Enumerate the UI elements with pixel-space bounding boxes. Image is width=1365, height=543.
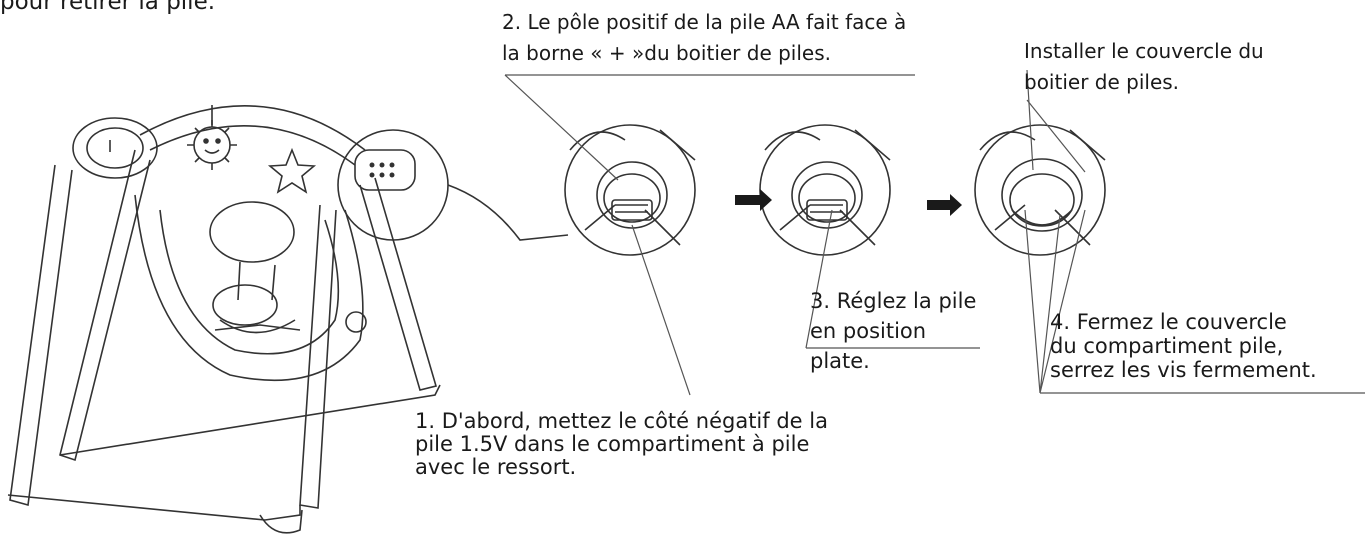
swing-buckle-pad (212, 284, 278, 326)
leader-step3 (805, 209, 833, 349)
swing-frame-rear-right (359, 177, 438, 391)
leader-to-zoom (447, 184, 569, 241)
swing-foot (259, 509, 303, 534)
swing-frame-front-left (9, 164, 73, 507)
leader-install-cover (1026, 69, 1034, 171)
swing-frame-rear-left (59, 149, 151, 462)
swing-seat-outer (134, 194, 364, 382)
zoom-circle-3 (974, 124, 1106, 256)
swing-seat-inner (159, 209, 340, 355)
leader-step2 (504, 74, 619, 181)
leader-step1 (631, 224, 691, 396)
sun-toy (193, 126, 231, 164)
swing-base-front (7, 494, 301, 521)
swing-side-knob (345, 311, 367, 333)
toy-bar-arch (139, 105, 366, 151)
zoom-circle-1 (564, 124, 696, 256)
zoom-circle-2 (759, 124, 891, 256)
arrow-right-icon (927, 194, 962, 216)
swing-harness (219, 261, 296, 334)
leader-step4 (1024, 209, 1086, 394)
swing-frame-front-right (299, 204, 337, 509)
top-cut-off-label: pour retirer la pile. (0, 0, 216, 15)
swing-base-rear (59, 384, 441, 456)
swing-left-pod (72, 117, 158, 179)
control-unit (354, 149, 416, 191)
star-toy (267, 147, 317, 194)
baby-swing-illustration (7, 105, 569, 534)
control-unit-highlight-circle (337, 129, 449, 241)
step2-label: 2. Le pôle positif de la pile AA fait fa… (502, 10, 907, 65)
swing-head-pillow (209, 201, 295, 263)
arrow-right-icon (735, 189, 772, 211)
step1-label: 1. D'abord, mettez le côté négatif de la… (415, 409, 828, 479)
